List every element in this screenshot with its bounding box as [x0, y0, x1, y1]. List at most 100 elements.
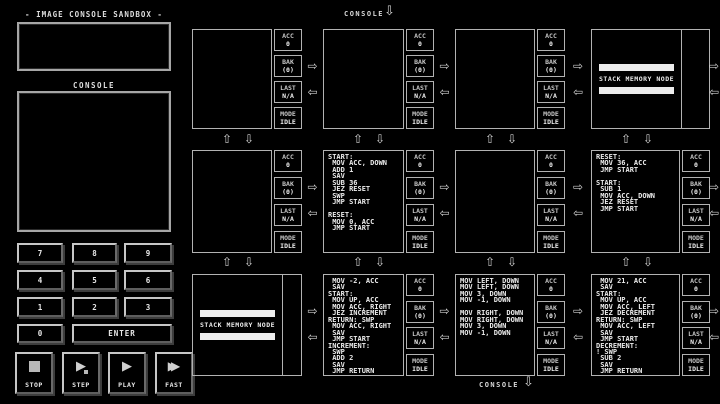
port-arrow-down-icon: ⇩ — [643, 255, 654, 269]
register-value: N/A — [545, 338, 557, 347]
keypad-button-6[interactable]: 6 — [124, 270, 172, 290]
play-button[interactable]: ▶ PLAY — [108, 352, 146, 394]
keypad-button-1[interactable]: 1 — [17, 297, 63, 317]
top-console-down-arrow-icon: ⇩ — [384, 4, 395, 19]
port-arrow-up-icon: ⇧ — [485, 255, 496, 269]
register-label: LAST — [543, 207, 559, 215]
keypad-button-9[interactable]: 9 — [124, 243, 172, 263]
register-value: 0 — [694, 161, 698, 169]
register-bak: BAK(0) — [406, 300, 434, 323]
port-arrow-right-icon: ⇨ — [708, 180, 720, 194]
stop-icon-wrap — [28, 359, 40, 374]
register-label: MODE — [543, 234, 559, 242]
port-arrow-down-icon: ⇩ — [643, 132, 654, 146]
keypad-button-2[interactable]: 2 — [72, 297, 117, 317]
stack-memory-label-area: STACK MEMORY NODE — [193, 275, 282, 375]
register-label: ACC — [282, 153, 294, 161]
keypad-button-8[interactable]: 8 — [72, 243, 117, 263]
register-label: ACC — [414, 32, 426, 40]
port-arrow-left-icon: ⇦ — [307, 330, 318, 344]
register-label: BAK — [545, 58, 557, 66]
port-arrow-down-icon: ⇩ — [244, 255, 255, 269]
register-label: LAST — [688, 330, 704, 339]
keypad-button-5[interactable]: 5 — [72, 270, 117, 290]
node-code-editor[interactable] — [192, 29, 272, 129]
register-value: N/A — [414, 338, 426, 347]
stop-square-icon — [28, 361, 40, 372]
keypad-button-7[interactable]: 7 — [17, 243, 63, 263]
register-label: BAK — [545, 180, 557, 188]
compute-node-r2c2: START: MOV ACC, DOWN ADD 1 SAV SUB 36 JE… — [323, 150, 434, 253]
register-label: LAST — [412, 330, 428, 339]
node-code-editor[interactable]: MOV -2, ACC SAV START: MOV UP, ACC MOV A… — [323, 274, 404, 376]
node-code-editor[interactable]: MOV 21, ACC SAV START: MOV UP, ACC MOV A… — [591, 274, 680, 376]
port-arrow-up-icon: ⇧ — [222, 132, 233, 146]
stack-memory-node-r3c1: STACK MEMORY NODE — [192, 274, 302, 376]
register-value: (0) — [414, 66, 426, 74]
register-value: (0) — [545, 66, 557, 74]
register-value: 0 — [549, 285, 553, 293]
port-arrow-left-icon: ⇦ — [572, 330, 584, 344]
stop-button[interactable]: STOP — [15, 352, 53, 394]
node-code-editor[interactable]: RESET: MOV 36, ACC JMP START START: SUB … — [591, 150, 680, 253]
port-arrow-down-icon: ⇩ — [244, 132, 255, 146]
register-label: ACC — [414, 153, 426, 161]
fast-button[interactable]: ▶▶FAST — [155, 352, 193, 394]
register-value: (0) — [545, 311, 557, 320]
keypad-button-4[interactable]: 4 — [17, 270, 63, 290]
register-label: ACC — [282, 32, 294, 40]
port-arrow-right-icon: ⇨ — [439, 304, 450, 318]
port-arrow-right-icon: ⇨ — [307, 59, 318, 73]
node-code-editor[interactable] — [323, 29, 404, 129]
top-console-tag: CONSOLE — [344, 10, 385, 18]
fast-button-label: FAST — [165, 381, 183, 389]
node-code-editor[interactable]: MOV LEFT, DOWN MOV LEFT, DOWN MOV 3, DOW… — [455, 274, 535, 376]
register-label: LAST — [412, 84, 428, 92]
node-code-editor[interactable] — [455, 150, 535, 253]
port-arrow-right-icon: ⇨ — [708, 304, 720, 318]
port-arrow-right-icon: ⇨ — [439, 59, 450, 73]
register-bak: BAK(0) — [537, 177, 565, 199]
register-bak: BAK(0) — [682, 177, 710, 199]
port-arrow-right-icon: ⇨ — [708, 59, 720, 73]
port-arrow-right-icon: ⇨ — [307, 304, 318, 318]
keypad-button-enter[interactable]: ENTER — [72, 324, 172, 343]
stack-bar-bottom — [200, 333, 276, 340]
stack-memory-node-label: STACK MEMORY NODE — [200, 321, 276, 329]
step-icon-wrap: ▶ — [76, 359, 88, 374]
register-value: N/A — [690, 215, 702, 223]
register-value: IDLE — [543, 242, 559, 250]
node-code-editor[interactable]: START: MOV ACC, DOWN ADD 1 SAV SUB 36 JE… — [323, 150, 404, 253]
register-bak: BAK(0) — [274, 55, 302, 77]
register-value: (0) — [414, 311, 426, 320]
register-value: N/A — [545, 92, 557, 100]
register-label: MODE — [412, 356, 428, 365]
node-code-editor[interactable] — [192, 150, 272, 253]
port-arrow-left-icon: ⇦ — [708, 85, 720, 99]
keypad-button-3[interactable]: 3 — [124, 297, 172, 317]
register-label: BAK — [282, 58, 294, 66]
port-arrow-down-icon: ⇩ — [375, 255, 386, 269]
register-value: IDLE — [412, 242, 428, 250]
compute-node-r3c4: MOV 21, ACC SAV START: MOV UP, ACC MOV A… — [591, 274, 710, 376]
step-button[interactable]: ▶STEP — [62, 352, 100, 394]
register-value: (0) — [690, 311, 702, 320]
keypad-button-0[interactable]: 0 — [17, 324, 63, 343]
play-icon: ▶ — [122, 359, 132, 374]
register-value: 0 — [286, 161, 290, 169]
play-button-label: PLAY — [118, 381, 136, 389]
node-code-editor[interactable] — [455, 29, 535, 129]
stack-values-column — [681, 30, 709, 128]
